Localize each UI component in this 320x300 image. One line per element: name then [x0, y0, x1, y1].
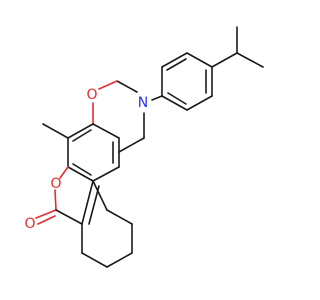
atom-label-oxygen-carbonyl: O	[24, 216, 35, 232]
bond-ar-dbl-3	[72, 129, 92, 142]
bond-ar-5	[67, 166, 94, 182]
bond-cy-6	[92, 180, 108, 211]
bond-O-carbonyl-C	[54, 189, 57, 211]
atom-label-nitrogen: N	[138, 95, 148, 111]
bond-alkene	[81, 180, 94, 225]
bond-aryl-dbl-1	[166, 58, 187, 71]
bond-CH2-aromatic	[118, 137, 145, 153]
bond-cy-5	[106, 209, 133, 225]
bond-aryl-dbl-2	[167, 92, 187, 105]
bond-cy-2	[81, 252, 108, 268]
bond-aryl-4	[161, 95, 188, 111]
atom-label-oxygen-lactone: O	[50, 176, 61, 192]
bond-methyl	[42, 123, 69, 139]
bond-ar-7	[67, 123, 94, 139]
bond-alkene-dbl	[88, 185, 100, 225]
bond-N-CH2-top	[116, 80, 138, 93]
bond-CH2-O	[98, 80, 118, 90]
bond-iPr-methyl-right	[236, 52, 264, 68]
bond-cy-3	[106, 252, 133, 268]
bond-ar-4	[92, 166, 120, 182]
bond-aryl-N	[151, 95, 163, 101]
molecule-structure: O N O O	[24, 26, 264, 268]
bond-aryl-1	[186, 52, 213, 68]
bond-aryl-5	[186, 95, 213, 111]
bond-ar-1	[92, 123, 120, 139]
bond-carbonyl-C-alkene	[55, 209, 83, 225]
bonds	[35, 26, 264, 268]
bond-ar-O-lactone	[59, 166, 69, 179]
bond-aryl-2	[161, 52, 188, 68]
atom-labels: O N O O	[24, 87, 148, 232]
bond-carbonyl-C-O	[35, 209, 57, 219]
bond-ar-dbl-2	[72, 163, 92, 176]
structure-canvas: O N O O	[24, 26, 264, 268]
atom-label-oxygen-oxazine: O	[86, 87, 97, 103]
bond-iPr-methyl-left	[211, 52, 238, 68]
bond-carbonyl-C-O-dbl	[37, 215, 56, 225]
